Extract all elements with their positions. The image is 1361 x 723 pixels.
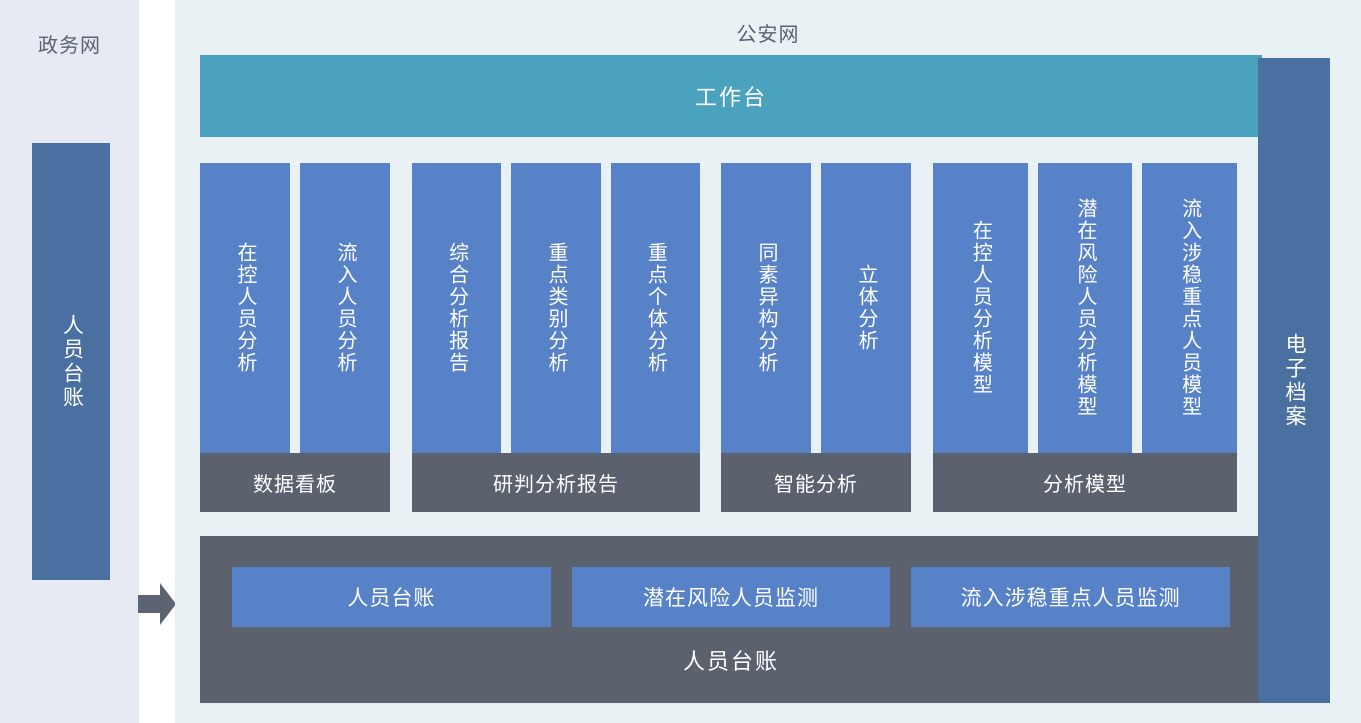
- module-card-label: 立体分析: [855, 264, 877, 352]
- group-footer-intelligent-analysis: 智能分析: [721, 453, 911, 512]
- ledger-tile-label: 流入涉稳重点人员监测: [960, 587, 1181, 610]
- module-card-label: 在控人员分析模型: [969, 220, 992, 396]
- group-columns: 在控人员分析模型 潜在风险人员分析模型 流入涉稳重点人员模型: [933, 163, 1238, 453]
- police-network-panel: 公安网 工作台 在控人员分析 流入人员分析 数据看板: [175, 0, 1361, 723]
- electronic-archive-box[interactable]: 电子档案: [1258, 58, 1330, 703]
- module-card-zonghe-fenxi-baogao[interactable]: 综合分析报告: [412, 163, 502, 453]
- ledger-tile-liuru-shewen-zhongdian-renyuan-jiance[interactable]: 流入涉稳重点人员监测: [911, 567, 1231, 627]
- government-network-title: 政务网: [38, 35, 101, 57]
- group-columns: 综合分析报告 重点类别分析 重点个体分析: [412, 163, 700, 453]
- group-intelligent-analysis: 同素异构分析 立体分析 智能分析: [721, 163, 911, 512]
- module-card-zhongdian-geti-fenxi[interactable]: 重点个体分析: [610, 163, 700, 453]
- module-card-label: 重点类别分析: [544, 242, 567, 374]
- personnel-ledger-section: 人员台账 潜在风险人员监测 流入涉稳重点人员监测 人员台账: [200, 536, 1262, 703]
- group-judgment-analysis-report: 综合分析报告 重点类别分析 重点个体分析 研判分析报告: [412, 163, 700, 512]
- electronic-archive-label: 电子档案: [1283, 332, 1306, 429]
- module-card-label: 潜在风险人员分析模型: [1074, 198, 1096, 418]
- module-groups: 在控人员分析 流入人员分析 数据看板 综合分析报告 重点类别分析: [200, 163, 1262, 512]
- module-card-label: 综合分析报告: [445, 242, 468, 374]
- ledger-tile-qianzai-fengxian-renyuan-jiance[interactable]: 潜在风险人员监测: [571, 567, 891, 627]
- group-footer-data-dashboard: 数据看板: [200, 453, 390, 512]
- group-data-dashboard: 在控人员分析 流入人员分析 数据看板: [200, 163, 390, 512]
- ledger-tile-renyuan-taizhang[interactable]: 人员台账: [232, 567, 551, 627]
- workbench-bar[interactable]: 工作台: [200, 55, 1262, 137]
- module-card-label: 流入人员分析: [334, 242, 356, 374]
- ledger-tile-label: 人员台账: [347, 587, 436, 610]
- module-card-tongsu-yigou-fenxi[interactable]: 同素异构分析: [721, 163, 811, 453]
- arrow-right-icon: [138, 583, 176, 625]
- group-footer-judgment-analysis-report: 研判分析报告: [412, 453, 700, 512]
- module-card-liuru-shewen-zhongdian-renyuan-moxing[interactable]: 流入涉稳重点人员模型: [1142, 163, 1238, 453]
- ledger-tile-label: 潜在风险人员监测: [643, 587, 819, 610]
- personnel-ledger-section-label: 人员台账: [682, 649, 779, 674]
- group-columns: 同素异构分析 立体分析: [721, 163, 911, 453]
- module-card-label: 在控人员分析: [234, 242, 256, 374]
- group-analysis-models: 在控人员分析模型 潜在风险人员分析模型 流入涉稳重点人员模型 分析模型: [933, 163, 1238, 512]
- module-card-liti-fenxi[interactable]: 立体分析: [821, 163, 911, 453]
- group-footer-analysis-models: 分析模型: [933, 453, 1237, 512]
- module-card-label: 同素异构分析: [755, 242, 777, 374]
- module-card-label: 流入涉稳重点人员模型: [1178, 198, 1201, 418]
- police-network-title: 公安网: [736, 24, 800, 46]
- module-card-label: 重点个体分析: [644, 242, 667, 374]
- government-personnel-ledger-label: 人员台账: [60, 313, 84, 410]
- personnel-ledger-tiles: 人员台账 潜在风险人员监测 流入涉稳重点人员监测: [232, 567, 1231, 627]
- government-network-panel: 政务网 人员台账: [0, 0, 139, 723]
- module-card-zaikong-renyuan-fenxi-moxing[interactable]: 在控人员分析模型: [933, 163, 1028, 453]
- group-columns: 在控人员分析 流入人员分析: [200, 163, 390, 453]
- module-card-zaikong-renyuan-fenxi[interactable]: 在控人员分析: [200, 163, 290, 453]
- module-card-liuru-renyuan-fenxi[interactable]: 流入人员分析: [300, 163, 390, 453]
- workbench-label: 工作台: [694, 85, 767, 110]
- module-card-zhongdian-leibie-fenxi[interactable]: 重点类别分析: [511, 163, 601, 453]
- government-personnel-ledger-box[interactable]: 人员台账: [32, 143, 110, 580]
- module-card-qianzai-fengxian-renyuan-fenxi-moxing[interactable]: 潜在风险人员分析模型: [1037, 163, 1133, 453]
